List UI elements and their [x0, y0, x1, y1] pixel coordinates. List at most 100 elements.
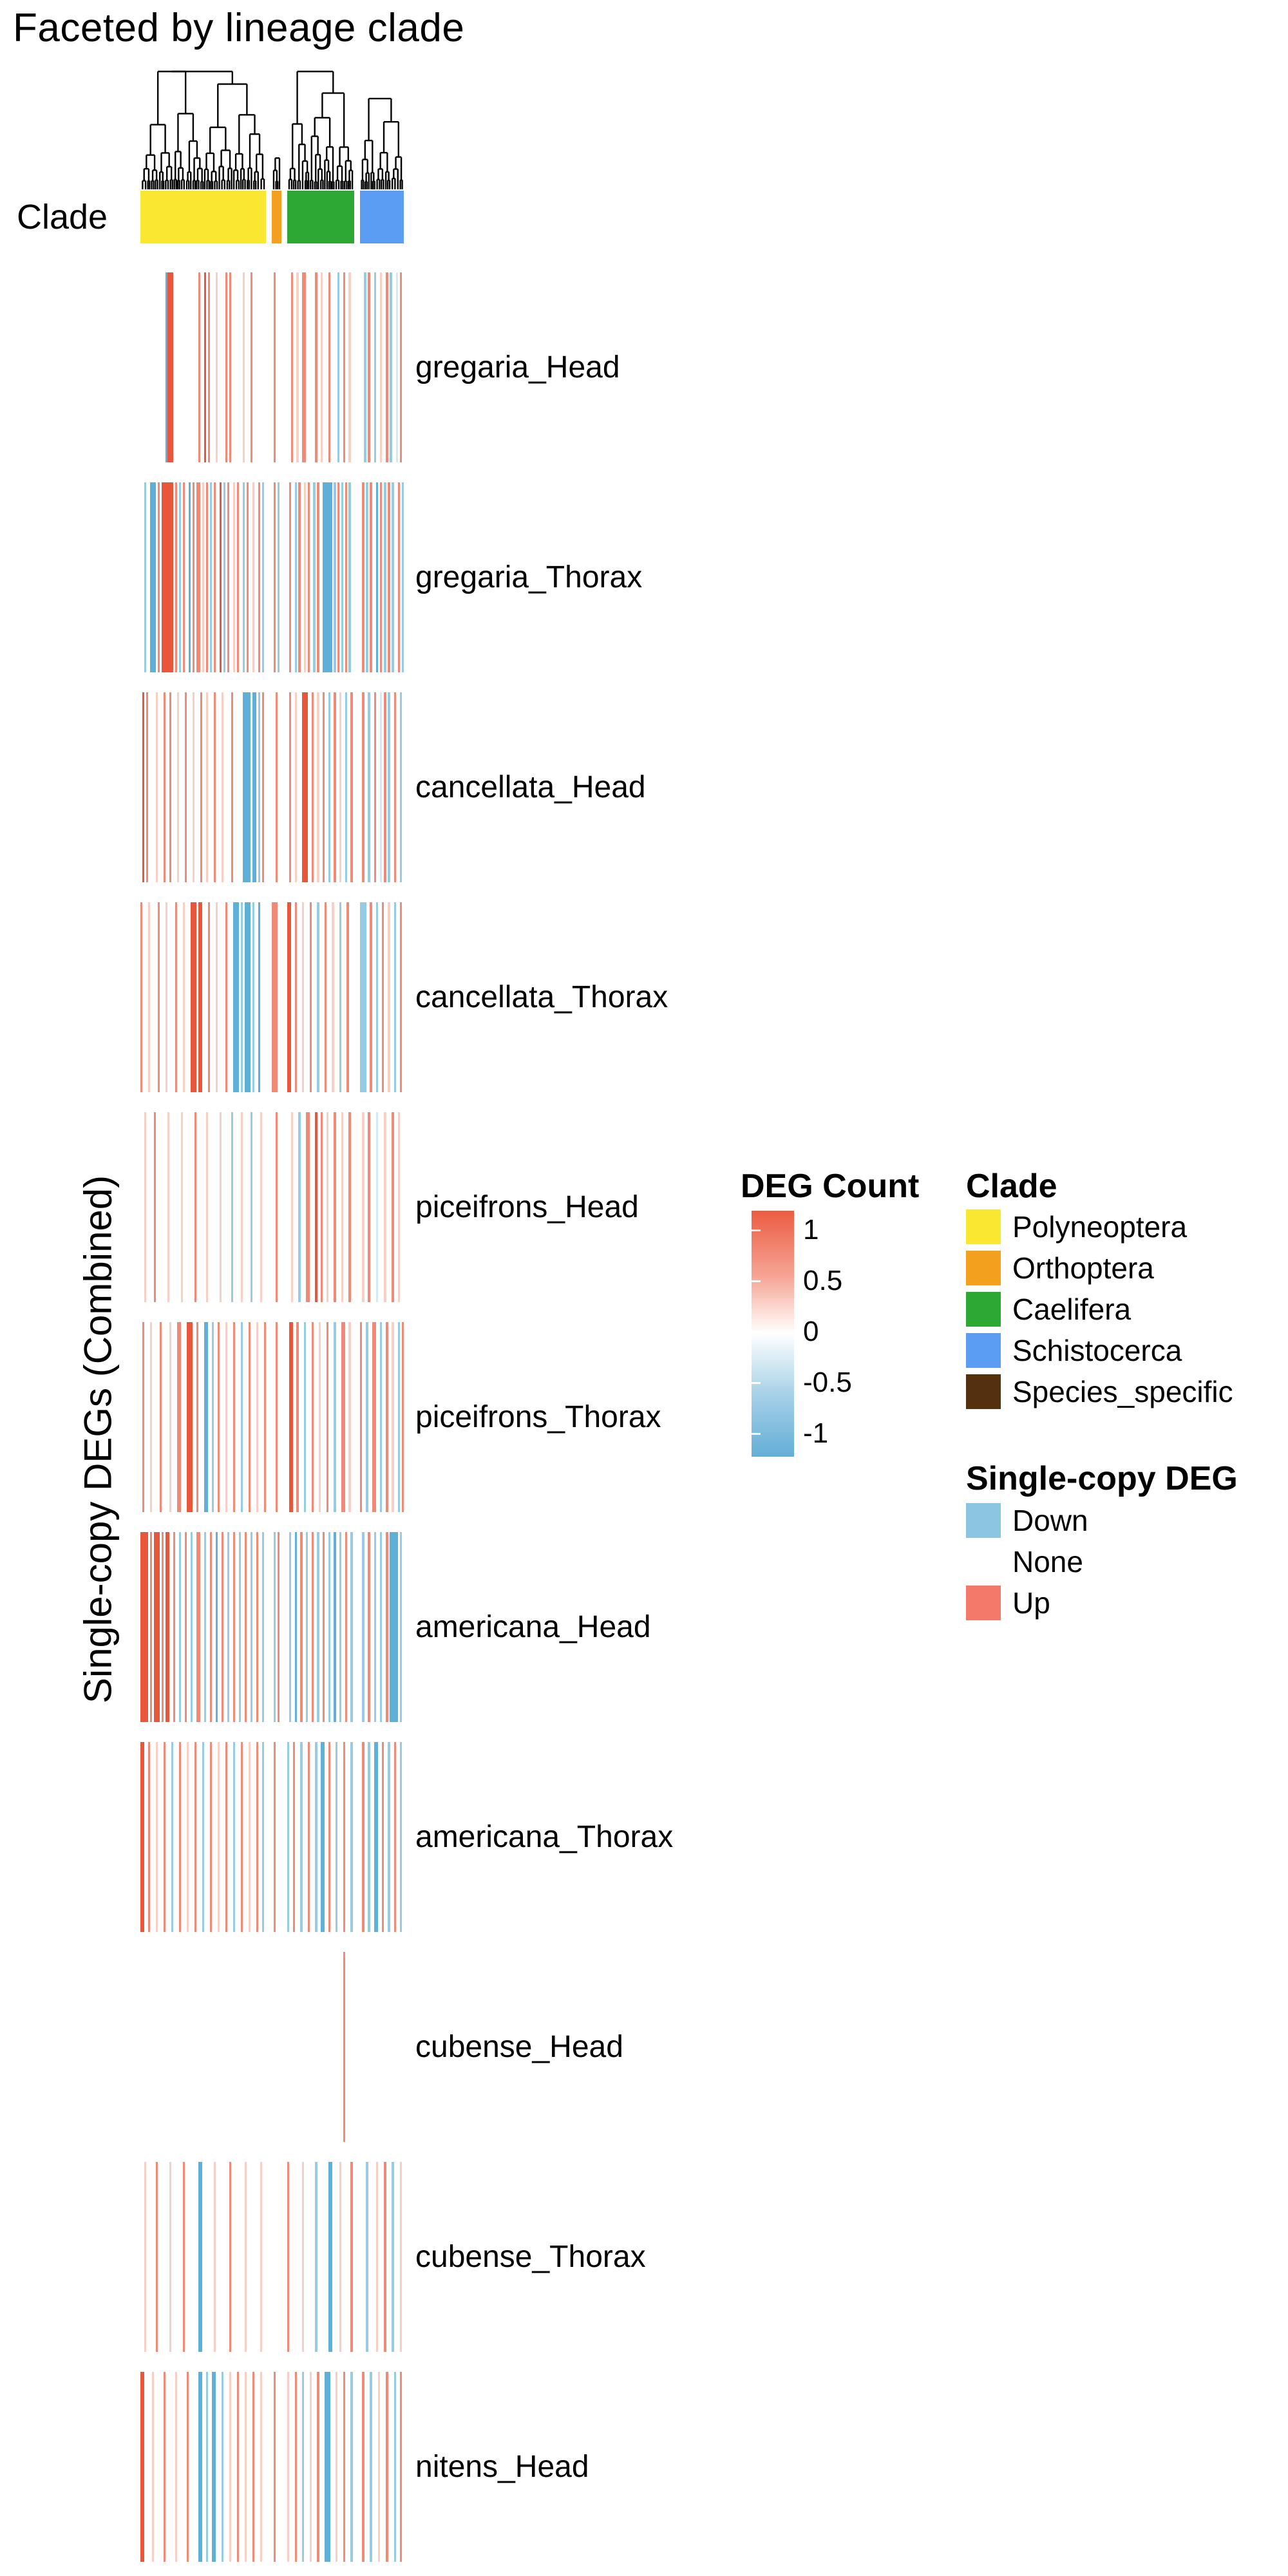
heatmap-cell — [212, 2372, 216, 2562]
heatmap-cell — [321, 1112, 323, 1302]
heatmap-strip-cancellata_head — [140, 692, 404, 882]
heatmap-cell — [264, 1322, 267, 1512]
heatmap-cell — [397, 1322, 401, 1512]
heatmap-cell — [177, 1322, 182, 1512]
single-copy-deg-legend-label: Up — [1012, 1586, 1050, 1620]
clade-legend-swatch — [966, 1209, 1001, 1244]
heatmap-cell — [156, 1742, 158, 1932]
clade-legend-swatch — [966, 1374, 1001, 1409]
heatmap-cell — [350, 1742, 353, 1932]
heatmap-cell — [362, 692, 365, 882]
heatmap-cell — [183, 482, 185, 672]
heatmap-cell — [315, 2162, 317, 2352]
heatmap-cell — [339, 1532, 342, 1722]
heatmap-cell — [196, 1532, 201, 1722]
heatmap-cell — [212, 1322, 214, 1512]
heatmap-cell — [243, 482, 245, 672]
single-copy-deg-legend-item-none: None — [966, 1544, 1088, 1579]
heatmap-cell — [167, 1112, 170, 1302]
heatmap-cell — [350, 2162, 353, 2352]
heatmap-cell — [321, 1742, 325, 1932]
heatmap-cell — [181, 1112, 184, 1302]
heatmap-cell — [233, 902, 240, 1092]
heatmap-cell — [169, 2162, 172, 2352]
clade-annotation-block-orthoptera — [272, 191, 281, 243]
heatmap-cell — [183, 902, 185, 1092]
heatmap-cell — [262, 692, 265, 882]
heatmap-cell — [287, 1742, 290, 1932]
heatmap-cell — [294, 692, 297, 882]
heatmap-cell — [289, 1532, 292, 1722]
deg-count-colorbar — [752, 1211, 794, 1457]
heatmap-cell — [222, 1532, 224, 1722]
heatmap-cell — [252, 692, 257, 882]
heatmap-cell — [374, 692, 377, 882]
heatmap-cell — [140, 1742, 145, 1932]
heatmap-cell — [214, 482, 216, 672]
heatmap-cell — [160, 1322, 162, 1512]
heatmap-cell — [150, 482, 156, 672]
heatmap-cell — [298, 482, 301, 672]
heatmap-cell — [256, 1742, 259, 1932]
heatmap-cell — [392, 1112, 394, 1302]
clade-annotation-block-caelifera — [287, 191, 354, 243]
heatmap-cell — [399, 1742, 402, 1932]
heatmap-cell — [287, 2162, 290, 2352]
heatmap-cell — [156, 692, 158, 882]
heatmap-cell — [302, 272, 307, 462]
heatmap-cell — [370, 2372, 372, 2562]
heatmap-cell — [245, 902, 251, 1092]
heatmap-cell — [368, 1112, 370, 1302]
heatmap-cell — [194, 1742, 197, 1932]
heatmap-cell — [307, 1742, 310, 1932]
clade-legend-title: Clade — [966, 1168, 1057, 1205]
heatmap-cell — [202, 1742, 205, 1932]
y-axis-label: Single-copy DEGs (Combined) — [76, 1175, 120, 1704]
heatmap-cell — [140, 902, 143, 1092]
heatmap-cell — [390, 272, 392, 462]
heatmap-cell — [167, 272, 174, 462]
heatmap-cell — [258, 482, 261, 672]
heatmap-cell — [216, 272, 218, 462]
clade-annotation-block-polyneoptera — [140, 191, 266, 243]
heatmap-cell — [343, 2372, 345, 2562]
heatmap-cell — [390, 1532, 399, 1722]
heatmap-cell — [375, 2162, 379, 2352]
heatmap-cell — [189, 482, 191, 672]
heatmap-cell — [317, 2372, 319, 2562]
heatmap-cell — [258, 692, 261, 882]
heatmap-cell — [245, 1532, 247, 1722]
heatmap-cell — [348, 1112, 351, 1302]
heatmap-cell — [302, 902, 305, 1092]
heatmap-cell — [164, 1742, 166, 1932]
row-label: cubense_Thorax — [415, 2240, 646, 2274]
heatmap-cell — [256, 1532, 259, 1722]
heatmap-cell — [375, 482, 379, 672]
heatmap-cell — [360, 1322, 363, 1512]
heatmap-cell — [319, 1322, 321, 1512]
heatmap-cell — [379, 272, 383, 462]
heatmap-cell — [158, 902, 160, 1092]
heatmap-cell — [183, 2162, 185, 2352]
heatmap-cell — [252, 902, 255, 1092]
clade-legend-label: Species_specific — [1012, 1375, 1233, 1408]
heatmap-cell — [175, 2372, 178, 2562]
heatmap-cell — [245, 2162, 247, 2352]
heatmap-cell — [144, 2162, 147, 2352]
heatmap-cell — [198, 2162, 203, 2352]
heatmap-cell — [225, 1742, 228, 1932]
heatmap-cell — [175, 902, 178, 1092]
heatmap-cell — [247, 482, 249, 672]
heatmap-cell — [362, 1112, 365, 1302]
heatmap-cell — [218, 1742, 220, 1932]
heatmap-cell — [311, 1322, 314, 1512]
heatmap-cell — [175, 482, 178, 672]
heatmap-cell — [185, 1532, 187, 1722]
heatmap-cell — [350, 2372, 353, 2562]
row-label: americana_Head — [415, 1610, 651, 1644]
row-label: piceifrons_Thorax — [415, 1400, 661, 1434]
heatmap-cell — [392, 2162, 394, 2352]
colorbar-tick-mark — [752, 1229, 761, 1231]
heatmap-cell — [245, 2372, 247, 2562]
heatmap-cell — [194, 1112, 197, 1302]
